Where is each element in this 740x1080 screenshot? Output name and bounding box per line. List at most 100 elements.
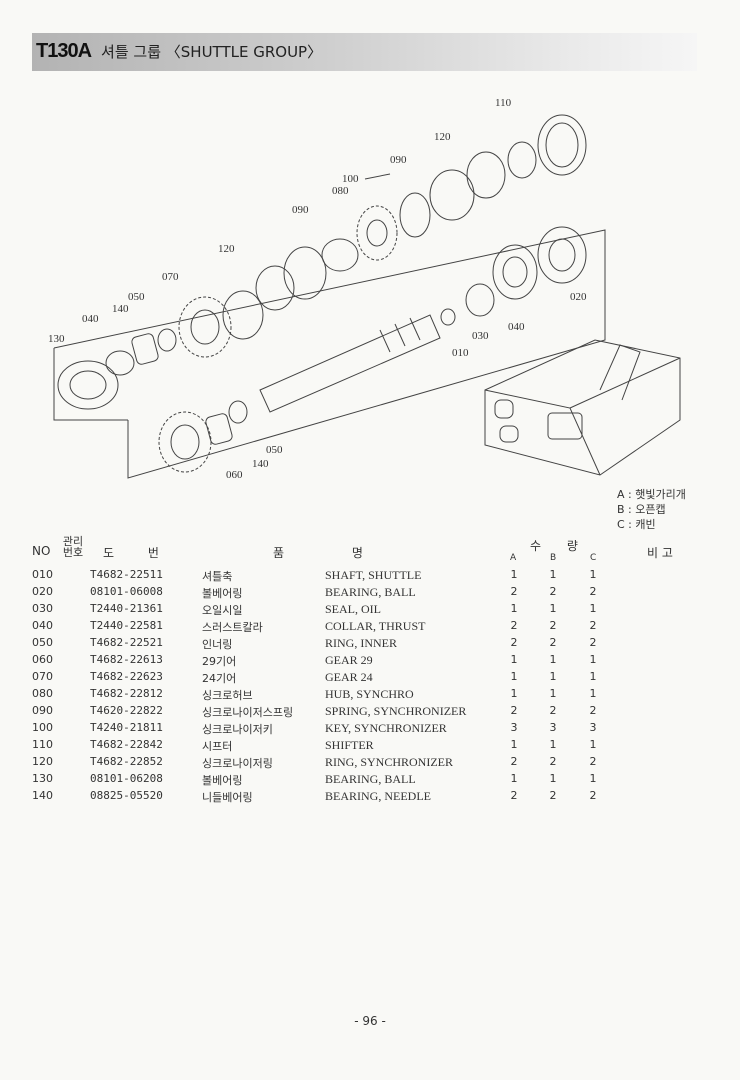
frame-line <box>53 229 606 479</box>
row-name-ko: 셔틀축 <box>202 570 233 583</box>
callout-label: 140 <box>252 458 269 470</box>
row-no: 100 <box>32 721 53 734</box>
row-qty-c: 2 <box>589 789 597 802</box>
legend-item: A : 햇빛가리개 <box>617 488 686 501</box>
callout-label: 090 <box>390 154 407 166</box>
callout-label: 010 <box>452 347 469 359</box>
row-name-ko: 볼베어링 <box>202 774 243 787</box>
row-qty-a: 1 <box>510 687 518 700</box>
row-name-ko: 싱크로나이저키 <box>202 723 273 736</box>
row-qty-b: 1 <box>549 772 557 785</box>
callout-label: 130 <box>48 333 65 345</box>
oil-seal-030 <box>440 308 456 326</box>
row-qty-a: 1 <box>510 653 518 666</box>
row-qty-b: 2 <box>549 789 557 802</box>
row-no: 130 <box>32 772 53 785</box>
callout-label: 050 <box>128 291 145 303</box>
row-part-number: 08825-05520 <box>90 789 163 802</box>
row-name-en: BEARING, NEEDLE <box>325 789 431 803</box>
row-name-ko: 오일시일 <box>202 604 243 617</box>
exploded-parts-diagram: 110 120 090 100 080 090 120 070 050 140 … <box>48 97 681 481</box>
gear-24-070 <box>178 296 232 358</box>
callout-label: 090 <box>292 204 309 216</box>
row-name-en: KEY, SYNCHRONIZER <box>325 721 447 735</box>
callout-label: 140 <box>112 303 129 315</box>
row-name-en: SEAL, OIL <box>325 602 381 616</box>
row-part-number: 08101-06208 <box>90 772 163 785</box>
row-qty-a: 1 <box>510 772 518 785</box>
callout-label: 110 <box>495 97 512 109</box>
callout-label: 080 <box>332 185 349 197</box>
ball-bearing-130 <box>57 360 119 410</box>
ball-bearing-020b <box>537 226 587 284</box>
row-qty-b: 2 <box>549 636 557 649</box>
row-name-en: SHIFTER <box>325 738 374 752</box>
row-qty-b: 1 <box>549 687 557 700</box>
row-no: 030 <box>32 602 53 615</box>
row-no: 040 <box>32 619 53 632</box>
row-qty-c: 1 <box>589 653 597 666</box>
row-part-number: T4682-22623 <box>90 670 163 683</box>
row-qty-b: 2 <box>549 704 557 717</box>
row-qty-c: 2 <box>589 585 597 598</box>
row-no: 060 <box>32 653 53 666</box>
row-no: 090 <box>32 704 53 717</box>
header-remarks: 비 고 <box>647 546 673 560</box>
thrust-collar-040b <box>465 283 495 317</box>
callout-label: 120 <box>218 243 235 255</box>
shifter-110 <box>537 114 587 176</box>
row-no: 080 <box>32 687 53 700</box>
row-qty-c: 1 <box>589 670 597 683</box>
row-name-ko: 스러스트칼라 <box>202 621 263 634</box>
row-name-ko: 싱크로허브 <box>202 689 253 702</box>
row-part-number: 08101-06008 <box>90 585 163 598</box>
row-name-ko: 싱크로나이저스프링 <box>202 706 294 719</box>
header-qty: 수 량 <box>530 539 578 553</box>
row-qty-b: 1 <box>549 670 557 683</box>
row-name-en: RING, INNER <box>325 636 397 650</box>
row-qty-c: 2 <box>589 755 597 768</box>
legend-item: B : 오픈캡 <box>617 503 666 516</box>
row-name-ko: 시프터 <box>202 740 233 753</box>
row-qty-a: 1 <box>510 568 518 581</box>
legend-item: C : 캐빈 <box>617 518 656 531</box>
row-part-number: T4682-22613 <box>90 653 163 666</box>
row-qty-a: 1 <box>510 602 518 615</box>
row-qty-b: 1 <box>549 568 557 581</box>
callout-label: 030 <box>472 330 489 342</box>
table-row: 130 08101-06208 볼베어링 BEARING, BALL 1 1 1 <box>0 772 740 789</box>
row-qty-c: 1 <box>589 687 597 700</box>
row-name-en: SPRING, SYNCHRONIZER <box>325 704 467 718</box>
row-name-ko: 싱크로나이저링 <box>202 757 273 770</box>
row-part-number: T4682-22852 <box>90 755 163 768</box>
row-qty-c: 1 <box>589 772 597 785</box>
row-qty-a: 1 <box>510 738 518 751</box>
row-part-number: T2440-22581 <box>90 619 163 632</box>
sync-ring-120b <box>283 246 327 300</box>
row-qty-c: 3 <box>589 721 597 734</box>
row-no: 110 <box>32 738 53 751</box>
inner-ring-050 <box>157 328 177 352</box>
row-qty-a: 2 <box>510 789 518 802</box>
row-qty-c: 1 <box>589 602 597 615</box>
callout-label: 100 <box>342 173 359 185</box>
row-no: 050 <box>32 636 53 649</box>
row-part-number: T4682-22511 <box>90 568 163 581</box>
model-code: T130A <box>36 40 92 62</box>
sync-spring-090 <box>321 238 359 272</box>
row-name-en: BEARING, BALL <box>325 772 416 786</box>
row-no: 020 <box>32 585 53 598</box>
row-qty-a: 2 <box>510 619 518 632</box>
row-name-ko: 29기어 <box>202 655 237 668</box>
row-name-en: COLLAR, THRUST <box>325 619 426 633</box>
row-qty-c: 2 <box>589 636 597 649</box>
header-ref-top: 관리 <box>62 535 84 548</box>
header-qty-a: A <box>510 553 517 563</box>
row-part-number: T4682-22842 <box>90 738 163 751</box>
row-qty-b: 1 <box>549 653 557 666</box>
row-no: 070 <box>32 670 53 683</box>
